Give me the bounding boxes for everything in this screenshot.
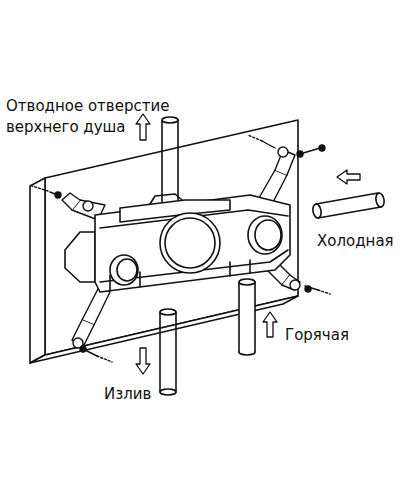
spout-pipe — [160, 309, 176, 395]
top-shower-pipe — [162, 117, 178, 205]
hot-water-label: Горячая — [285, 325, 365, 346]
hot-water-pipe — [239, 279, 255, 355]
mixer-valve-body — [65, 194, 290, 292]
cold-water-pipe — [312, 192, 385, 218]
mounting-board — [30, 120, 298, 363]
cold-water-label: Холодная — [317, 231, 397, 252]
spout-label: Излив — [104, 384, 174, 405]
outlet-label: Отводное отверстие верхнего душа — [6, 96, 188, 138]
